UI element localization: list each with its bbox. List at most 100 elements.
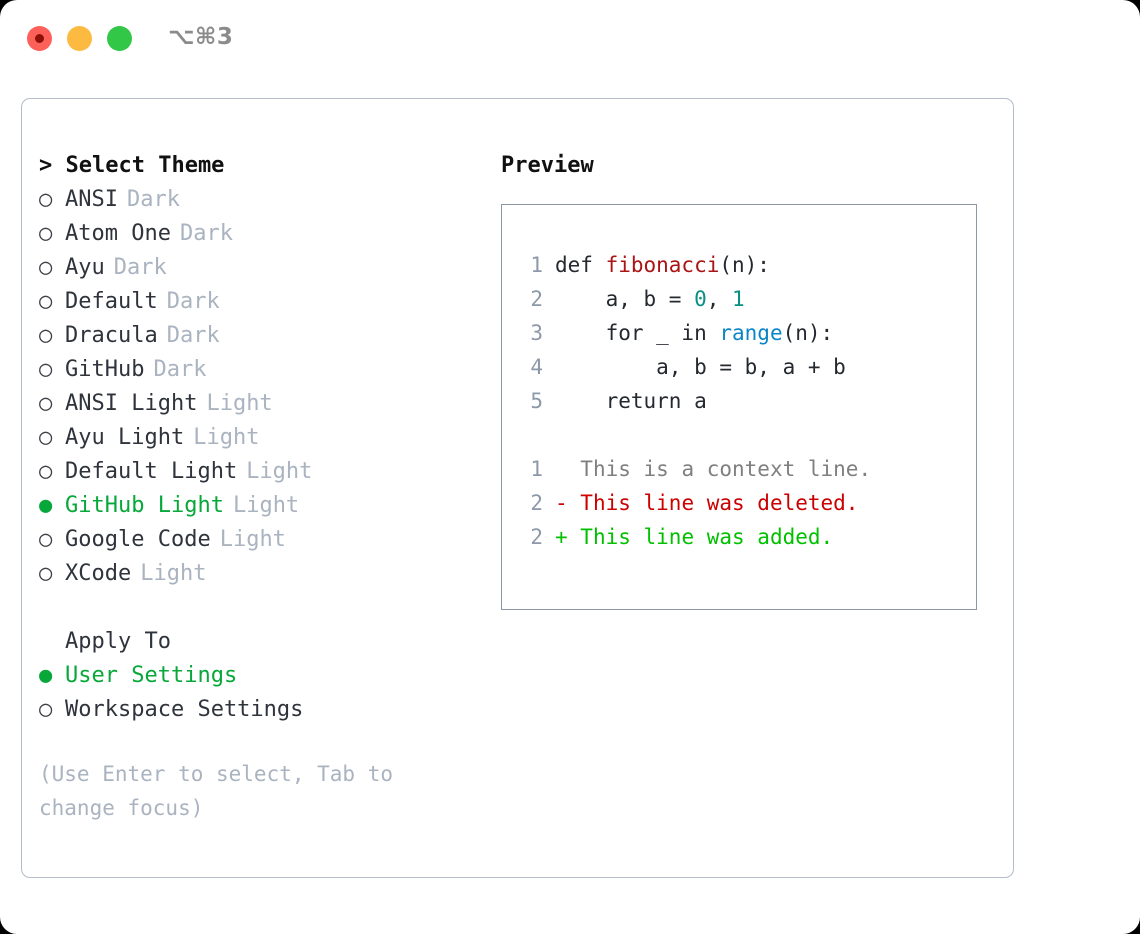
theme-option-variant: Light bbox=[193, 425, 260, 450]
theme-option-name: GitHub Light bbox=[65, 493, 224, 518]
minimize-window-button[interactable] bbox=[67, 26, 92, 51]
radio-selected-icon: ● bbox=[39, 663, 53, 688]
code-token-plain: for _ in bbox=[555, 321, 720, 345]
close-icon bbox=[35, 34, 44, 43]
diff-text: This is a context line. bbox=[580, 457, 872, 481]
theme-option-ansi[interactable]: ○ ANSI Dark bbox=[39, 183, 479, 217]
diff-line: 2- This line was deleted. bbox=[521, 486, 976, 520]
select-theme-header: > Select Theme bbox=[39, 153, 225, 178]
theme-option-name: ANSI bbox=[65, 187, 118, 212]
radio-unselected-icon: ○ bbox=[39, 697, 53, 722]
code-line: 2 a, b = 0, 1 bbox=[521, 282, 976, 316]
radio-unselected-icon: ○ bbox=[39, 459, 53, 484]
theme-option-name: Google Code bbox=[65, 527, 211, 552]
theme-option-default-light[interactable]: ○ Default Light Light bbox=[39, 455, 479, 489]
code-line-content: def fibonacci(n): bbox=[543, 253, 770, 277]
theme-option-name: Ayu bbox=[65, 255, 105, 280]
title-bar: ⌥⌘3 bbox=[0, 0, 1140, 78]
diff-line: 2+ This line was added. bbox=[521, 520, 976, 554]
line-number: 2 bbox=[530, 287, 543, 311]
code-line: 4 a, b = b, a + b bbox=[521, 350, 976, 384]
theme-option-name: Atom One bbox=[65, 221, 171, 246]
radio-unselected-icon: ○ bbox=[39, 289, 53, 314]
line-number: 4 bbox=[530, 355, 543, 379]
theme-option-variant: Dark bbox=[179, 221, 233, 246]
radio-unselected-icon: ○ bbox=[39, 527, 53, 552]
theme-option-variant: Dark bbox=[153, 357, 207, 382]
theme-option-github-light[interactable]: ● GitHub Light Light bbox=[39, 489, 479, 523]
theme-option-name: Default Light bbox=[65, 459, 238, 484]
theme-option-name: Dracula bbox=[65, 323, 158, 348]
diff-text: This line was added. bbox=[580, 525, 834, 549]
code-token-fn: fibonacci bbox=[605, 253, 720, 277]
code-line-content: return a bbox=[543, 389, 707, 413]
radio-unselected-icon: ○ bbox=[39, 323, 53, 348]
diff-marker: - bbox=[555, 491, 581, 515]
radio-selected-icon: ● bbox=[39, 493, 53, 518]
line-number: 3 bbox=[530, 321, 543, 345]
keyboard-hint: (Use Enter to select, Tab to change focu… bbox=[39, 762, 394, 820]
radio-unselected-icon: ○ bbox=[39, 255, 53, 280]
theme-option-variant: Light bbox=[140, 561, 207, 586]
code-line-content: a, b = b, a + b bbox=[543, 355, 846, 379]
theme-option-variant: Dark bbox=[113, 255, 167, 280]
apply-to-option-workspace-settings[interactable]: ○Workspace Settings bbox=[39, 693, 479, 727]
code-token-plain: return a bbox=[555, 389, 707, 413]
code-token-plain: a, b = bbox=[555, 287, 695, 311]
theme-option-atom-one[interactable]: ○ Atom One Dark bbox=[39, 217, 479, 251]
theme-option-variant: Dark bbox=[166, 323, 220, 348]
theme-option-ayu[interactable]: ○ Ayu Dark bbox=[39, 251, 479, 285]
code-diff-spacer bbox=[521, 418, 976, 452]
radio-unselected-icon: ○ bbox=[39, 391, 53, 416]
code-token-plain: (n): bbox=[719, 253, 770, 277]
list-spacer bbox=[39, 591, 479, 625]
line-number: 2 bbox=[530, 525, 543, 549]
diff-line: 1 This is a context line. bbox=[521, 452, 976, 486]
theme-option-variant: Light bbox=[232, 493, 300, 518]
diff-sample: 1 This is a context line.2- This line wa… bbox=[521, 452, 976, 554]
keyboard-shortcut-label: ⌥⌘3 bbox=[168, 24, 234, 50]
theme-option-name: ANSI Light bbox=[65, 391, 198, 416]
diff-marker: + bbox=[555, 525, 581, 549]
radio-unselected-icon: ○ bbox=[39, 425, 53, 450]
radio-unselected-icon: ○ bbox=[39, 221, 53, 246]
diff-text: This line was deleted. bbox=[580, 491, 859, 515]
line-number: 2 bbox=[530, 491, 543, 515]
line-number: 1 bbox=[530, 457, 543, 481]
theme-option-variant: Light bbox=[219, 527, 286, 552]
code-line: 3 for _ in range(n): bbox=[521, 316, 976, 350]
code-line: 5 return a bbox=[521, 384, 976, 418]
theme-option-dracula[interactable]: ○ Dracula Dark bbox=[39, 319, 479, 353]
theme-option-google-code[interactable]: ○ Google Code Light bbox=[39, 523, 479, 557]
theme-option-variant: Dark bbox=[126, 187, 180, 212]
line-number: 1 bbox=[530, 253, 543, 277]
code-token-plain: (n): bbox=[782, 321, 834, 345]
radio-unselected-icon: ○ bbox=[39, 357, 53, 382]
diff-line-content: + This line was added. bbox=[543, 525, 833, 549]
code-token-num: 1 bbox=[732, 287, 745, 311]
preview-header: Preview bbox=[501, 153, 594, 178]
theme-option-variant: Light bbox=[246, 459, 313, 484]
code-token-plain: a, b = b, a + b bbox=[555, 355, 846, 379]
maximize-window-button[interactable] bbox=[107, 26, 132, 51]
diff-line-content: This is a context line. bbox=[543, 457, 871, 481]
diff-line-content: - This line was deleted. bbox=[543, 491, 858, 515]
radio-unselected-icon: ○ bbox=[39, 561, 53, 586]
apply-to-option-user-settings[interactable]: ● User Settings bbox=[39, 659, 479, 693]
apply-to-option-name: User Settings bbox=[65, 663, 238, 688]
code-line-content: a, b = 0, 1 bbox=[543, 287, 745, 311]
radio-unselected-icon: ○ bbox=[39, 187, 53, 212]
